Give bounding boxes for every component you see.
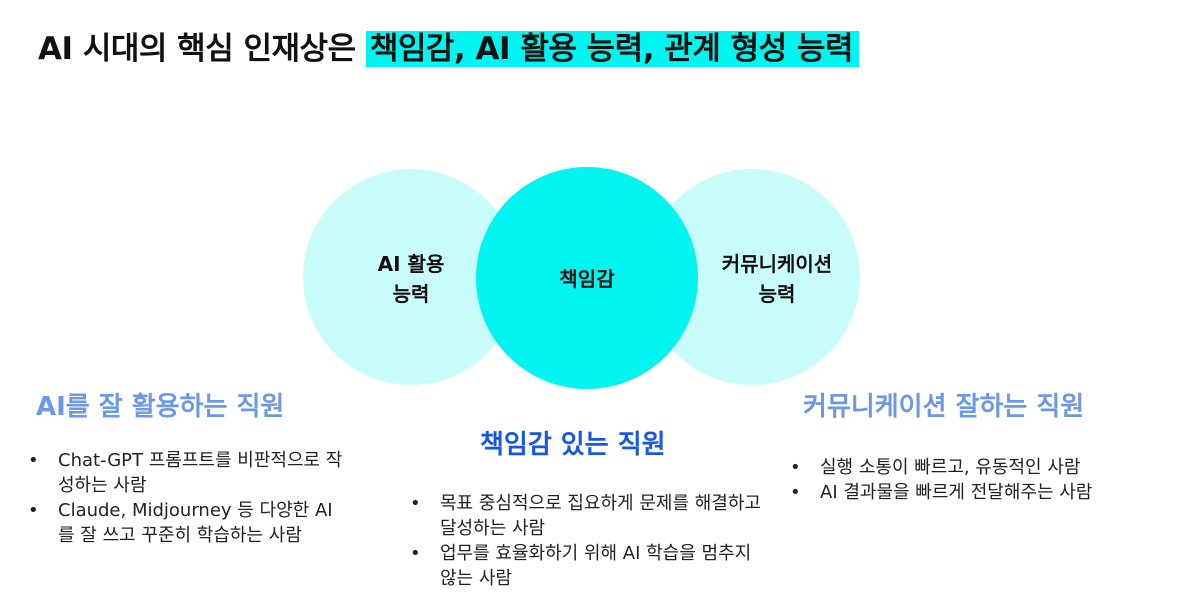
page-title: AI 시대의 핵심 인재상은 책임감, AI 활용 능력, 관계 형성 능력 (38, 27, 859, 71)
list-item: Chat-GPT 프롬프트를 비판적으로 작성하는 사람 (28, 448, 348, 498)
venn-circle-responsibility (476, 167, 698, 389)
venn-label-ai-skill-line1: AI 활용 (377, 252, 445, 276)
venn-label-ai-skill-line2: 능력 (392, 282, 430, 306)
page-title-prefix: AI 시대의 핵심 인재상은 (38, 31, 366, 67)
bullet-list-responsible-employee: 목표 중심적으로 집요하게 문제를 해결하고 달성하는 사람 업무를 효율화하기… (410, 491, 770, 591)
list-item: AI 결과물을 빠르게 전달해주는 사람 (790, 480, 1180, 505)
page-title-highlight: 책임감, AI 활용 능력, 관계 형성 능력 (365, 31, 859, 67)
bullet-list-communication-employee: 실행 소통이 빠르고, 유동적인 사람 AI 결과물을 빠르게 전달해주는 사람 (790, 455, 1180, 505)
list-item: Claude, Midjourney 등 다양한 AI를 잘 쓰고 꾸준히 학습… (28, 498, 348, 548)
venn-circle-communication (644, 169, 860, 385)
section-title-responsible-employee: 책임감 있는 직원 (480, 430, 666, 460)
list-item: 목표 중심적으로 집요하게 문제를 해결하고 달성하는 사람 (410, 491, 770, 541)
list-item: 업무를 효율화하기 위해 AI 학습을 멈추지 않는 사람 (410, 541, 770, 591)
bullet-list-ai-employee: Chat-GPT 프롬프트를 비판적으로 작성하는 사람 Claude, Mid… (28, 448, 348, 548)
venn-label-responsibility: 책임감 (559, 267, 615, 291)
venn-label-communication: 커뮤니케이션 능력 (697, 249, 857, 309)
section-title-communication-employee: 커뮤니케이션 잘하는 직원 (803, 392, 1085, 422)
section-title-ai-employee: AI를 잘 활용하는 직원 (36, 392, 285, 422)
venn-circle-ai-skill (303, 169, 519, 385)
list-item: 실행 소통이 빠르고, 유동적인 사람 (790, 455, 1180, 480)
venn-label-communication-line1: 커뮤니케이션 (721, 252, 833, 276)
venn-label-ai-skill: AI 활용 능력 (356, 249, 466, 309)
venn-label-communication-line2: 능력 (758, 282, 796, 306)
